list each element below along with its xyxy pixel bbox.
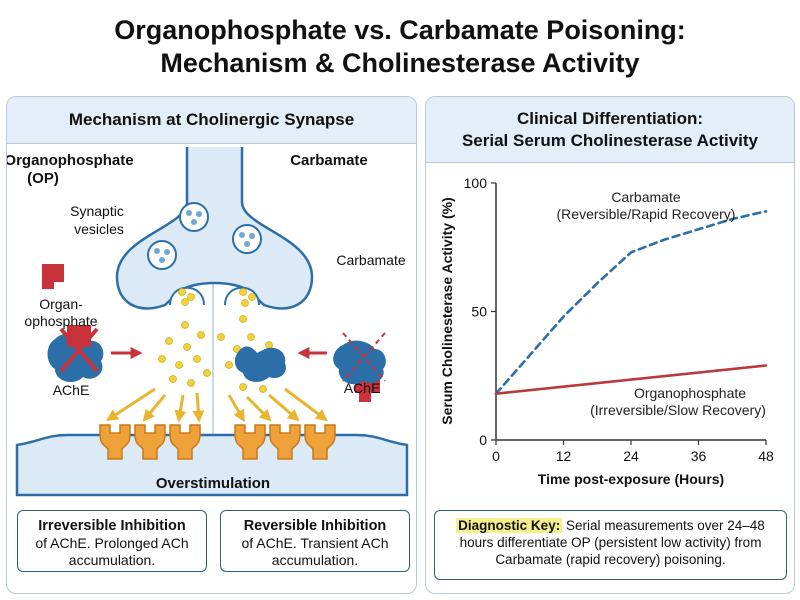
ache-label-right: AChE <box>344 380 381 396</box>
x-tick-label: 24 <box>623 448 639 464</box>
y-axis-label: Serum Cholinesterase Activity (%) <box>439 197 455 424</box>
irreversible-note: Irreversible Inhibition of AChE. Prolong… <box>17 510 207 572</box>
x-tick-label: 12 <box>556 448 572 464</box>
organophosphate-series-line <box>494 364 768 396</box>
op-heading-line-1: Organophosphate <box>7 152 134 169</box>
diagnostic-key-label: Diagnostic Key: <box>456 518 563 533</box>
clinical-header-line-1: Clinical Differentiation: <box>516 109 704 128</box>
mechanism-panel: Mechanism at Cholinergic Synapse <box>6 96 417 594</box>
diagnostic-key-text: Serial measurements over 24–48 hours dif… <box>459 518 765 567</box>
clinical-panel-header: Clinical Differentiation: Serial Serum C… <box>426 97 794 163</box>
synaptic-vesicle <box>232 224 262 254</box>
acetylcholine-receptors <box>99 424 336 460</box>
reversible-note: Reversible Inhibition of AChE. Transient… <box>220 510 410 572</box>
op-molecule-label-line-2: ophosphate <box>24 313 97 329</box>
fusing-vesicle-right <box>224 286 260 306</box>
y-tick-label: 0 <box>479 432 487 448</box>
carbamate-series-label-line-1: Carbamate <box>611 189 680 205</box>
synaptic-vesicle <box>179 202 209 232</box>
title-line-2: Mechanism & Cholinesterase Activity <box>160 48 640 78</box>
ache-enzyme-active <box>234 346 286 382</box>
vesicle-label-line-1: Synaptic <box>70 203 124 219</box>
carbamate-series-label-line-2: (Reversible/Rapid Recovery) <box>557 206 736 222</box>
op-series-label-line-1: Organophosphate <box>634 385 746 401</box>
y-tick-label: 100 <box>464 175 488 191</box>
main-title: Organophosphate vs. Carbamate Poisoning:… <box>0 14 800 80</box>
organophosphate-molecule-icon <box>42 264 64 289</box>
vesicle-label-line-2: vesicles <box>74 221 124 237</box>
op-series-label-line-2: (Irreversible/Slow Recovery) <box>590 402 766 418</box>
x-tick-label: 0 <box>492 448 500 464</box>
op-molecule-label-line-1: Organ- <box>39 296 83 312</box>
carbamate-heading: Carbamate <box>290 152 368 169</box>
carbamate-molecule-label: Carbamate <box>336 252 405 268</box>
acetylcholine-molecules <box>158 288 279 393</box>
diagnostic-key: Diagnostic Key: Serial measurements over… <box>434 510 787 580</box>
clinical-header-line-2: Serial Serum Cholinesterase Activity <box>461 131 759 150</box>
reversible-note-line-2: accumulation. <box>271 552 359 568</box>
irreversible-note-line-2: accumulation. <box>68 552 156 568</box>
reversible-note-title: Reversible Inhibition <box>243 518 387 534</box>
reversible-inhibition-cross-icon <box>342 332 386 382</box>
op-heading-line-2: (OP) <box>27 170 59 187</box>
carbamate-series-line <box>494 210 768 396</box>
reversible-note-line-1: of AChE. Transient ACh <box>241 535 389 551</box>
title-line-1: Organophosphate vs. Carbamate Poisoning: <box>114 15 686 45</box>
inhibition-cross-icon <box>59 327 99 373</box>
x-tick-label: 36 <box>691 448 707 464</box>
synaptic-vesicle <box>147 240 177 270</box>
mechanism-panel-header: Mechanism at Cholinergic Synapse <box>7 97 416 144</box>
overstimulation-label: Overstimulation <box>156 475 270 492</box>
carbamate-molecule-icon <box>355 379 380 402</box>
x-axis-label: Time post-exposure (Hours) <box>538 471 724 487</box>
irreversible-note-title: Irreversible Inhibition <box>38 518 186 534</box>
x-tick-label: 48 <box>758 448 774 464</box>
ach-binding-arrows <box>105 387 328 423</box>
y-tick-label: 50 <box>471 304 487 320</box>
synapse-diagram: Organophosphate (OP) Carbamate Synaptic … <box>7 147 409 497</box>
irreversible-note-line-1: of AChE. Prolonged ACh <box>35 535 189 551</box>
ache-label-left: AChE <box>53 382 90 398</box>
